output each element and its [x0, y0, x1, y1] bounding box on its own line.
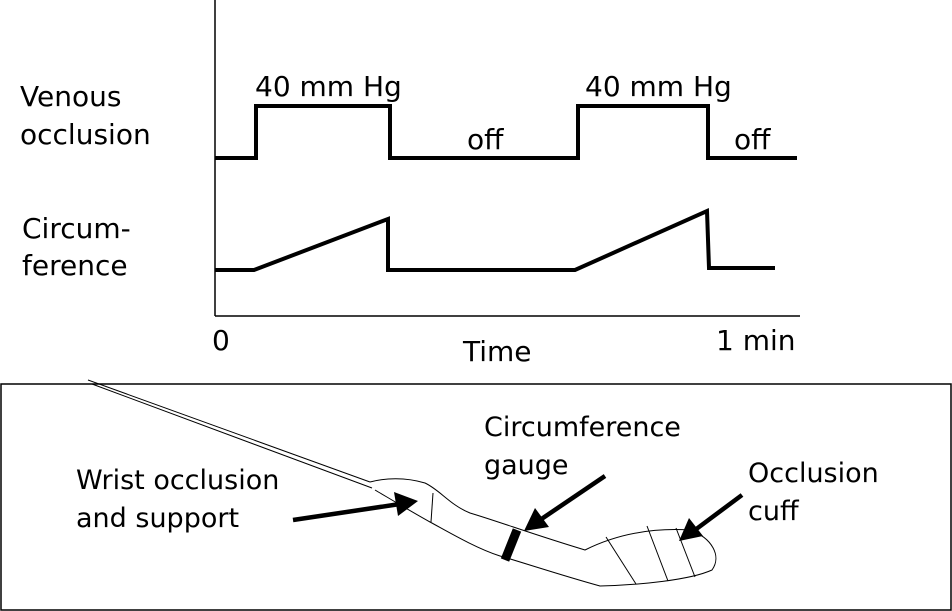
cuff-arrow-shaft	[693, 493, 744, 532]
finger-outline-lower	[91, 383, 373, 489]
venous-label-line1: Venous	[20, 80, 121, 113]
cuff-segment-line-2	[646, 525, 669, 582]
circumference-label-line2: ference	[22, 249, 128, 282]
venous-occlusion-trace	[215, 104, 797, 160]
wrist-label-line2: and support	[76, 503, 239, 534]
off-label-1: off	[467, 123, 504, 156]
x-tick-label-1min: 1 min	[716, 324, 796, 357]
cuff-arrow-head	[679, 518, 703, 541]
finger-outline-upper	[87, 379, 371, 483]
wrist-support-edge	[430, 492, 434, 523]
x-tick-label-0: 0	[212, 324, 230, 357]
cuff-segment-line-1	[605, 536, 637, 585]
gauge-label-line2: gauge	[484, 450, 569, 481]
pressure-label-1: 40 mm Hg	[255, 70, 402, 103]
wrist-arrow-head	[394, 492, 418, 516]
circumference-gauge-band	[500, 528, 522, 562]
arm-illustration: Wrist occlusion and support Circumferenc…	[0, 379, 952, 611]
cuff-label-line2: cuff	[748, 496, 800, 527]
circumference-label-line1: Circum-	[22, 212, 131, 245]
arm-outline-upper	[369, 478, 717, 587]
off-label-2: off	[734, 123, 771, 156]
illustration-frame	[0, 383, 952, 611]
timing-chart: Venous occlusion Circum- ference 40 mm H…	[20, 0, 800, 368]
gauge-arrow-head	[524, 508, 549, 531]
cuff-segment-line-3	[675, 527, 696, 578]
gauge-arrow-shaft	[538, 474, 607, 522]
wrist-label-line1: Wrist occlusion	[76, 465, 279, 496]
circumference-trace	[215, 207, 775, 272]
x-axis-title: Time	[462, 335, 532, 368]
venous-label-line2: occlusion	[20, 118, 151, 151]
cuff-label-line1: Occlusion	[748, 458, 879, 489]
pressure-label-2: 40 mm Hg	[585, 70, 732, 103]
gauge-label-line1: Circumference	[484, 412, 681, 443]
wrist-arrow-shaft	[292, 501, 401, 523]
